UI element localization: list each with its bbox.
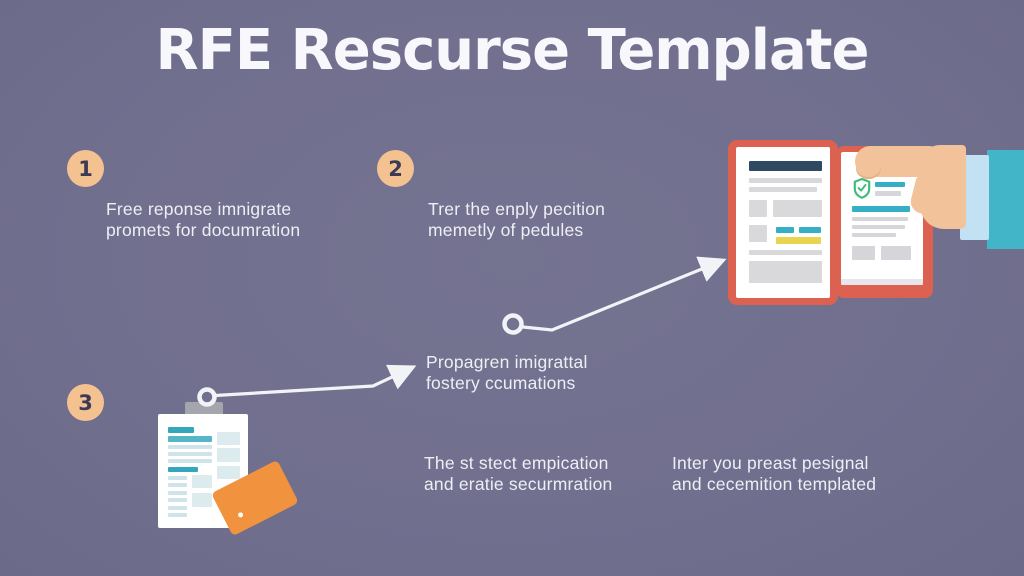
doc-line (168, 459, 212, 463)
text-line: The st stect empication (424, 453, 609, 473)
connector-ring-middle (502, 313, 524, 335)
doc-line (852, 217, 908, 221)
doc-line (875, 182, 905, 187)
folder-left-page (736, 147, 830, 298)
connector-arrow-to-folder (521, 256, 727, 332)
doc-block (217, 466, 240, 479)
doc-line (168, 483, 187, 487)
doc-block (852, 246, 875, 260)
hand-fingertip (856, 158, 881, 179)
step-1-text: Free reponse imnigrate promets for docum… (106, 199, 300, 241)
doc-line (749, 187, 817, 192)
doc-block (217, 448, 240, 462)
doc-line (749, 178, 822, 183)
page-title: RFE Rescurse Template (155, 18, 870, 83)
doc-header-bar (749, 161, 822, 171)
text-line: and cecemition templated (672, 474, 877, 494)
text-line: Propagren imigrattal (426, 352, 588, 372)
doc-line (875, 191, 901, 196)
doc-line (168, 427, 194, 433)
doc-line (168, 436, 212, 442)
note-templated-text: Inter you preast pesignal and cecemition… (672, 453, 876, 495)
doc-line (168, 445, 212, 449)
doc-line (852, 225, 905, 229)
tag-hole-dot (237, 511, 244, 519)
page-bottom-edge (841, 279, 923, 285)
doc-line (749, 250, 822, 255)
doc-line (168, 476, 187, 480)
text-line: fostery ccumations (426, 373, 576, 393)
doc-block (749, 225, 767, 242)
doc-line (168, 467, 198, 472)
note-empication-text: The st stect empication and eratie secur… (424, 453, 612, 495)
text-line: and eratie securmration (424, 474, 613, 494)
text-line: Free reponse imnigrate (106, 199, 292, 219)
doc-line (852, 206, 910, 212)
doc-block (773, 200, 822, 217)
doc-line (168, 506, 187, 510)
doc-line (852, 233, 896, 237)
doc-line (168, 498, 187, 502)
doc-line (168, 452, 212, 456)
note-propagren-text: Propagren imigrattal fostery ccumations (426, 352, 588, 394)
sleeve (987, 150, 1024, 249)
doc-line (799, 227, 821, 233)
doc-block (192, 475, 212, 488)
connector-arrow-to-note (213, 364, 417, 398)
text-line: Trer the enply pecition (428, 199, 606, 219)
doc-line (168, 513, 187, 517)
doc-block (217, 432, 240, 445)
doc-line (776, 227, 794, 233)
step-2-badge: 2 (377, 150, 414, 187)
doc-block (749, 200, 767, 217)
text-line: memetly of pedules (428, 220, 584, 240)
doc-line (168, 491, 187, 495)
text-line: promets for documration (106, 220, 301, 240)
doc-block (749, 261, 822, 283)
step-1-badge: 1 (67, 150, 104, 187)
doc-block (192, 493, 212, 507)
step-2-text: Trer the enply pecition memetly of pedul… (428, 199, 605, 241)
doc-line (776, 237, 821, 244)
text-line: Inter you preast pesignal (672, 453, 869, 473)
shield-check-icon (853, 178, 871, 199)
doc-block (881, 246, 911, 260)
step-3-badge: 3 (67, 384, 104, 421)
